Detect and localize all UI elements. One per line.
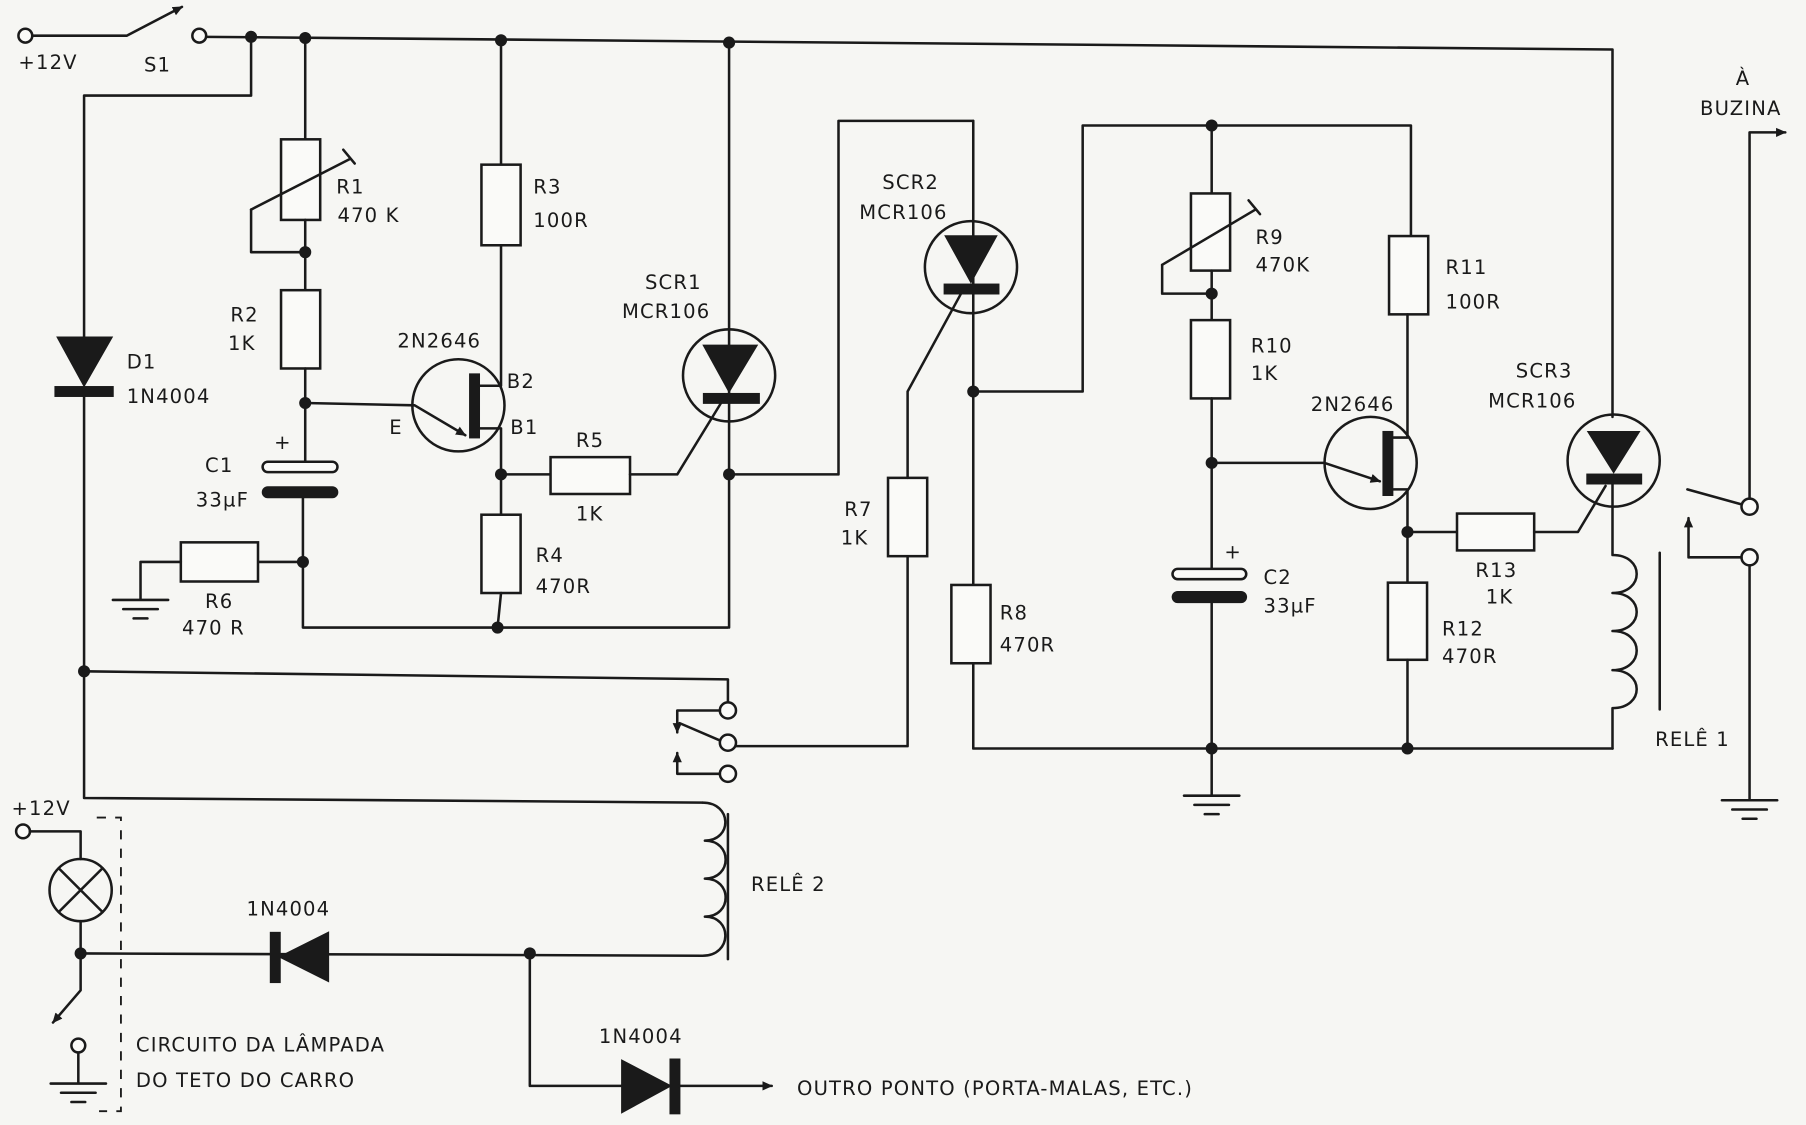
diode-d1: D1 1N4004 <box>54 35 704 804</box>
supply-label: +12V <box>18 51 77 74</box>
r1-value: 470 K <box>337 204 399 227</box>
ujt2-part: 2N2646 <box>1311 393 1395 416</box>
ujt1-b2: B2 <box>507 370 535 393</box>
c2-name: C2 <box>1264 566 1292 589</box>
r8-value: 470R <box>1000 634 1056 657</box>
c2-value: 33µF <box>1264 595 1317 618</box>
r4-value: 470R <box>536 575 592 598</box>
lamp-supply-label: +12V <box>12 797 71 820</box>
d1-name: D1 <box>127 350 157 373</box>
scr3-part: MCR106 <box>1488 390 1576 413</box>
c1-value: 33µF <box>196 489 249 512</box>
lamp-caption-1: CIRCUITO DA LÂMPADA <box>136 1033 385 1056</box>
r3-name: R3 <box>533 175 561 198</box>
relay1-label: RELÊ 1 <box>1655 728 1730 751</box>
r11-name: R11 <box>1445 256 1487 279</box>
r1-name: R1 <box>336 175 364 198</box>
c1-plus: + <box>274 431 292 454</box>
c1-name: C1 <box>205 454 233 477</box>
r3-value: 100R <box>533 209 589 232</box>
relay2-label: RELÊ 2 <box>751 873 826 896</box>
timer1-network: R1 470 K R2 1K + C1 33µF R6 470 R <box>111 36 730 639</box>
timer2-network: R9 470K R10 1K + C2 33µF <box>1160 124 1317 816</box>
ujt1-part: 2N2646 <box>397 330 481 353</box>
r13-name: R13 <box>1475 559 1517 582</box>
d1-part: 1N4004 <box>127 385 211 408</box>
scr3-name: SCR3 <box>1516 360 1573 383</box>
scr2-part: MCR106 <box>859 201 947 224</box>
r11-value: 100R <box>1445 291 1501 314</box>
r13-value: 1K <box>1486 585 1514 608</box>
diode-lamp-part: 1N4004 <box>246 897 330 920</box>
r8-name: R8 <box>1000 602 1028 625</box>
ujt1-e: E <box>389 416 403 439</box>
scr1-part: MCR106 <box>622 300 710 323</box>
scr2-name: SCR2 <box>882 171 939 194</box>
scr1: SCR1 MCR106 <box>622 41 975 629</box>
r10-name: R10 <box>1251 334 1293 357</box>
r5-value: 1K <box>576 502 604 525</box>
r6-value: 470 R <box>182 616 245 639</box>
scr1-name: SCR1 <box>645 271 702 294</box>
lamp-caption-2: DO TETO DO CARRO <box>136 1069 355 1092</box>
r9-value: 470K <box>1255 254 1310 277</box>
r2-value: 1K <box>228 332 256 355</box>
r9-name: R9 <box>1255 226 1283 249</box>
r10-value: 1K <box>1251 362 1279 385</box>
r12-value: 470R <box>1442 645 1498 668</box>
ujt1-b1: B1 <box>510 416 538 439</box>
r5-name: R5 <box>576 429 604 452</box>
r6-name: R6 <box>205 590 233 613</box>
scr2: SCR2 MCR106 R7 1K R8 470R <box>734 119 1614 750</box>
relay-2: RELÊ 2 <box>79 670 826 961</box>
switch-label: S1 <box>144 53 171 76</box>
ujt2-stage: R11 100R 2N2646 R13 1K R12 470R <box>1210 234 1607 750</box>
horn-label-2: BUZINA <box>1700 97 1782 120</box>
dome-lamp-circuit: +12V CIRCUITO DA LÂMPADA DO TETO DO CARR… <box>12 797 385 1113</box>
diode-other-point: 1N4004 OUTRO PONTO (PORTA-MALAS, ETC.) <box>528 952 1193 1115</box>
r12-name: R12 <box>1442 618 1484 641</box>
r4-name: R4 <box>536 544 564 567</box>
r2-name: R2 <box>230 303 258 326</box>
r7-name: R7 <box>844 498 872 521</box>
other-point-label: OUTRO PONTO (PORTA-MALAS, ETC.) <box>797 1077 1193 1100</box>
ujt1-stage: R3 100R 2N2646 B2 E B1 R5 1K R4 470R <box>303 39 723 629</box>
r7-value: 1K <box>841 527 869 550</box>
scr3: SCR3 MCR106 <box>1488 360 1661 508</box>
c2-plus: + <box>1224 540 1242 563</box>
diode-other-part: 1N4004 <box>599 1025 683 1048</box>
horn-label-1: À <box>1736 67 1751 90</box>
relay-1: RELÊ 1 À BUZINA <box>1611 67 1787 820</box>
power-input-switch-s1: +12V S1 <box>17 5 1614 419</box>
diode-lamp: 1N4004 <box>246 897 330 984</box>
